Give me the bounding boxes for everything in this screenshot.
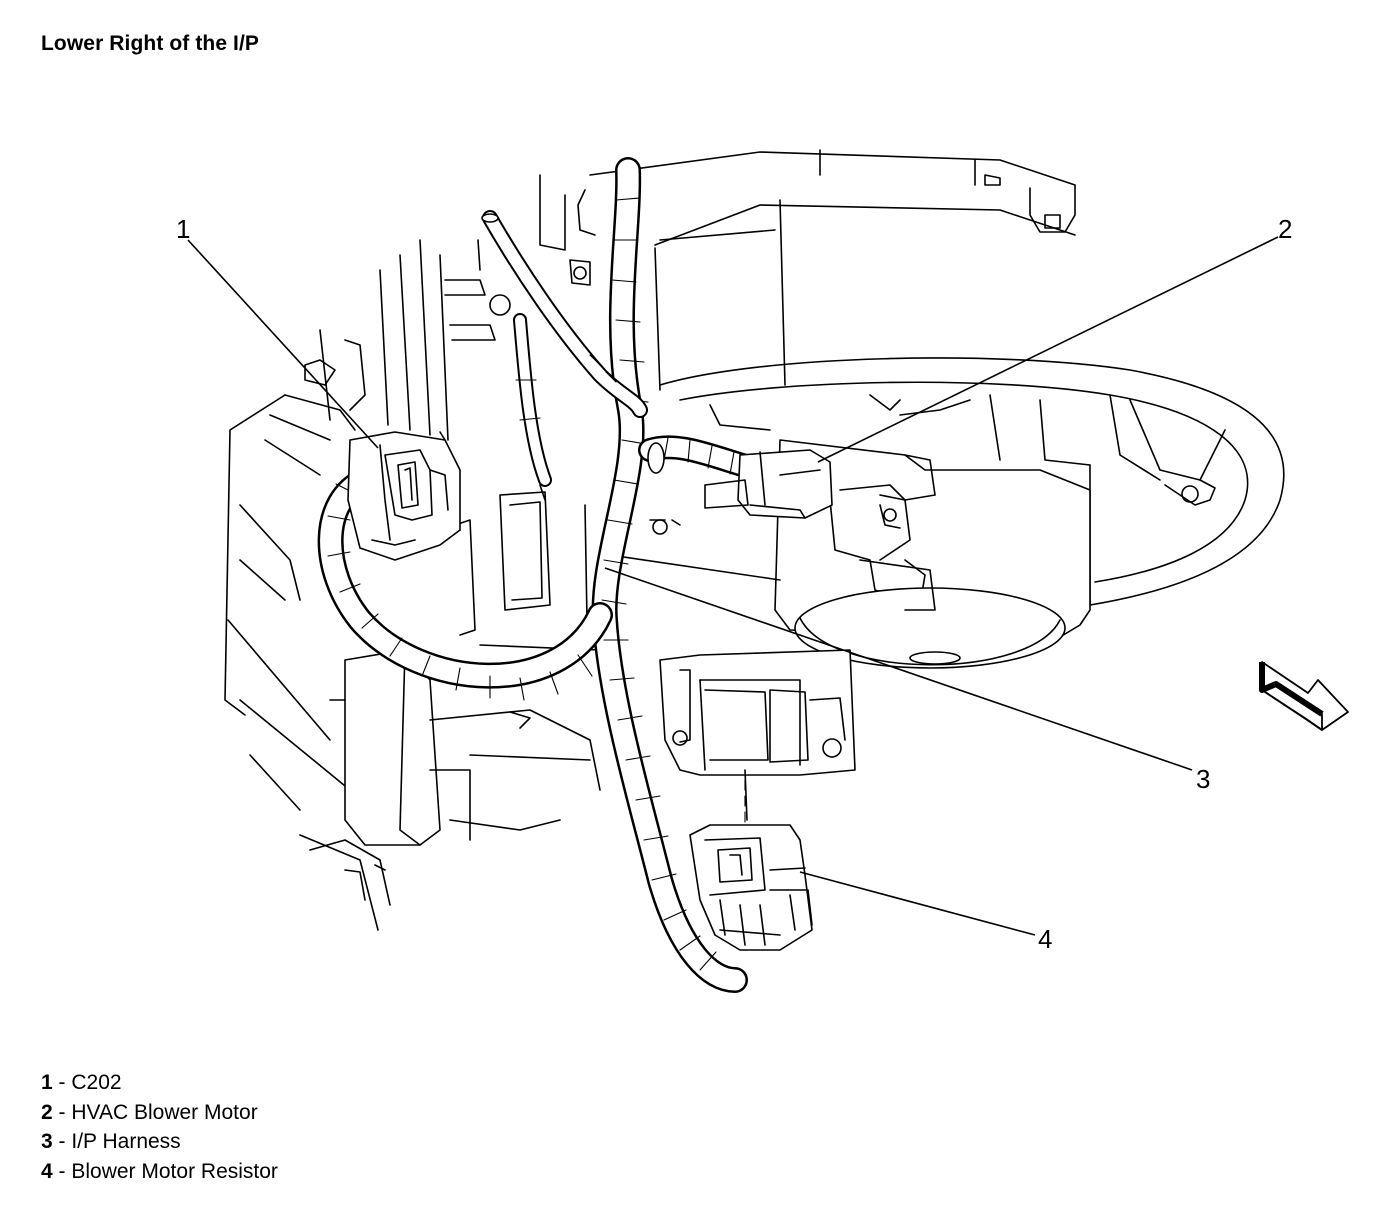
legend-item-4: 4 - Blower Motor Resistor	[41, 1159, 278, 1183]
diagram-title: Lower Right of the I/P	[41, 32, 260, 55]
leader-lines	[187, 236, 1279, 936]
leader-line-4	[799, 871, 1036, 936]
hvac-housing	[224, 149, 1285, 931]
blower-motor-connector	[704, 449, 833, 519]
callout-3: 3	[1196, 764, 1210, 794]
ip-harness	[317, 157, 772, 993]
leader-line-2	[817, 236, 1279, 463]
callout-4: 4	[1038, 924, 1052, 954]
legend-item-3: 3 - I/P Harness	[41, 1130, 181, 1153]
callout-legend: 1 - C202 2 - HVAC Blower Motor 3 - I/P H…	[41, 1068, 278, 1186]
callout-numbers: 1 2 3 4	[176, 214, 1292, 954]
legend-item-1: 1 - C202	[41, 1071, 122, 1094]
blower-motor-resistor-connector	[689, 824, 813, 951]
leader-line-3	[604, 567, 1193, 771]
leader-line-1	[187, 239, 379, 449]
c202-connector	[347, 431, 461, 561]
legend-item-2: 2 - HVAC Blower Motor	[41, 1100, 258, 1124]
callout-2: 2	[1278, 214, 1292, 244]
legend-label-c202: C202	[71, 1071, 122, 1094]
callout-1: 1	[176, 214, 190, 244]
forward-arrow-icon	[1259, 661, 1349, 731]
legend-label-ip-harness: I/P Harness	[71, 1130, 181, 1153]
legend-label-blower-motor-resistor: Blower Motor Resistor	[71, 1159, 278, 1183]
legend-label-hvac-blower-motor: HVAC Blower Motor	[71, 1100, 258, 1124]
